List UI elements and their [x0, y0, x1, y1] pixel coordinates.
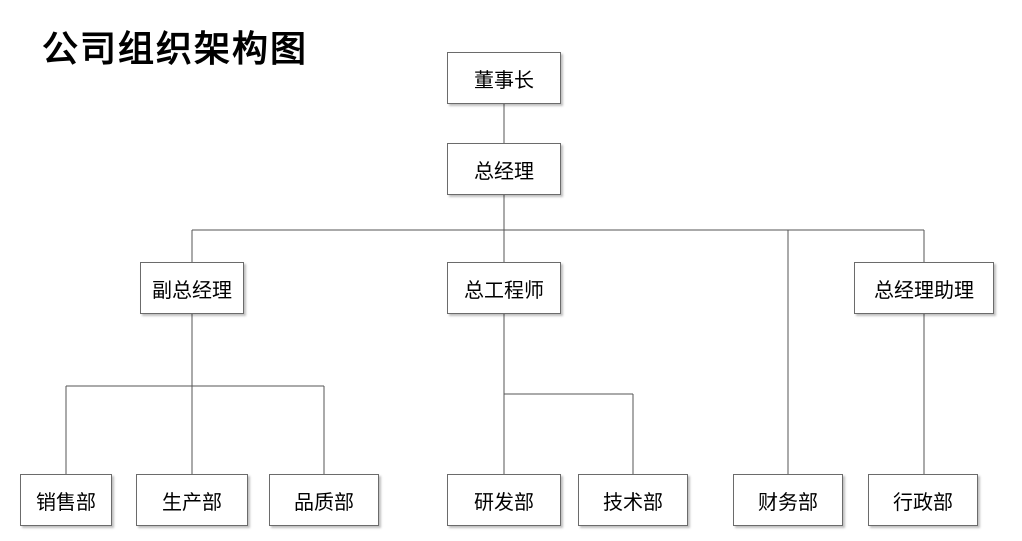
node-gm-assistant: 总经理助理: [854, 262, 994, 314]
node-technology: 技术部: [578, 474, 688, 526]
node-quality: 品质部: [269, 474, 379, 526]
node-chairman: 董事长: [447, 52, 561, 104]
node-finance: 财务部: [733, 474, 843, 526]
node-rnd: 研发部: [447, 474, 561, 526]
node-deputy-gm: 副总经理: [140, 262, 244, 314]
node-administration: 行政部: [868, 474, 978, 526]
node-chief-engineer: 总工程师: [447, 262, 561, 314]
node-general-manager: 总经理: [447, 143, 561, 195]
node-sales: 销售部: [20, 474, 112, 526]
node-production: 生产部: [136, 474, 248, 526]
chart-title: 公司组织架构图: [42, 28, 309, 70]
